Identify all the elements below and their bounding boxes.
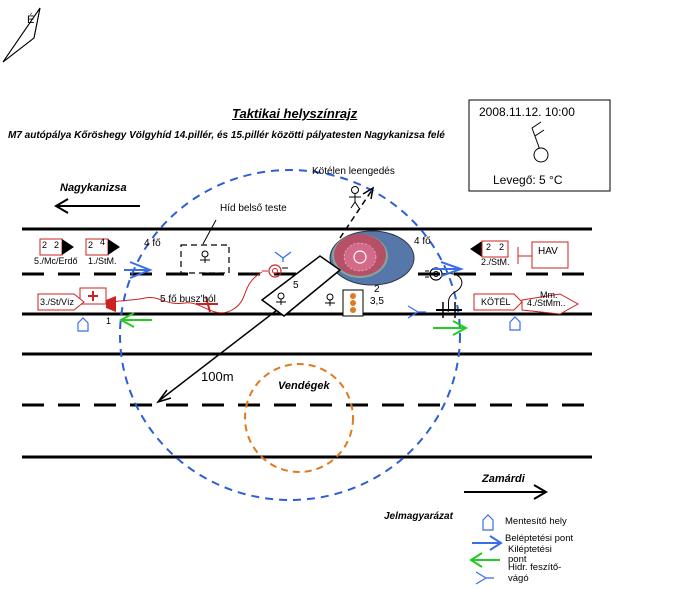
direction-west-label: Nagykanizsa — [60, 182, 127, 194]
barrier-icon — [436, 302, 462, 318]
danger-zone-circle — [119, 169, 461, 501]
rescue-vehicle-icon — [196, 296, 218, 313]
unit-label-2: 1./StM. — [88, 256, 117, 266]
unit-flag-icon — [85, 238, 120, 256]
rope-arrow — [339, 186, 375, 239]
exit-arrow-icon — [433, 320, 469, 336]
people-right-label: 4 fő — [414, 236, 431, 247]
unit-label-3: 3./St/Víz — [40, 297, 75, 307]
weather-air: Levegő: 5 °C — [493, 173, 563, 187]
flag-b-top: 2 — [88, 240, 94, 250]
rope-label: Kötélen leengedés — [312, 166, 395, 177]
hose-line — [441, 272, 463, 313]
person-icon — [276, 292, 286, 305]
flag-a-right: 2 — [54, 240, 60, 250]
unit-box-icon — [37, 293, 85, 311]
rescue-point-icon — [509, 316, 521, 331]
unit-label-6: 4./StMm.. — [527, 298, 566, 308]
distance-label-1: 2 — [374, 284, 380, 295]
ambulance-icon — [79, 287, 116, 312]
radius-arrow — [156, 299, 291, 404]
weather-box — [468, 99, 611, 192]
rescue-point-icon — [482, 514, 494, 531]
north-label: É — [27, 14, 35, 26]
wind-icon — [531, 121, 549, 163]
exit-arrow-icon — [118, 312, 152, 328]
west-direction-arrow — [54, 198, 140, 214]
hav-label: HAV — [538, 246, 558, 257]
bridge-inner-box — [180, 244, 230, 274]
hav-unit-icon — [517, 241, 569, 269]
unit-flag-icon — [39, 238, 74, 256]
flag-b-right: 4 — [100, 237, 106, 247]
hose-unit-icon — [262, 264, 288, 278]
cutter-icon — [407, 305, 426, 319]
page-title: Taktikai helyszínrajz — [232, 106, 358, 121]
person-icon — [325, 293, 335, 306]
cutter-icon — [475, 571, 494, 585]
direction-east-label: Zamárdi — [482, 473, 525, 485]
bus-number: 5 — [293, 280, 299, 291]
hose-line — [112, 271, 263, 314]
person-icon — [200, 250, 210, 263]
unit-label-1: 5./Mc/Erdő — [34, 256, 78, 266]
unit-label-4: 2./StM. — [481, 257, 510, 267]
page-subtitle: M7 autópálya Kőröshegy Völgyhíd 14.pillé… — [8, 130, 445, 141]
cutter-icon — [274, 251, 292, 262]
entry-arrow-icon — [124, 261, 153, 279]
bus-people-label: 5 fő busz'ból — [160, 294, 216, 305]
unit-flag-icon — [470, 240, 509, 258]
rescue-point-icon — [77, 317, 89, 332]
rope-person-icon — [349, 186, 361, 209]
weather-datetime: 2008.11.12. 10:00 — [479, 105, 575, 119]
legend-item-rescue: Mentesítő hely — [505, 516, 567, 527]
unit-box-icon — [521, 293, 580, 315]
tanker-hazard — [329, 230, 415, 286]
radius-label: 100m — [201, 369, 234, 384]
flag-c-right: 2 — [499, 242, 505, 252]
flag-c-left: 2 — [486, 242, 492, 252]
legend-item-entry: Beléptetési pont — [505, 533, 574, 544]
legend-title: Jelmagyarázat — [384, 511, 453, 522]
traffic-light-icon — [342, 289, 364, 317]
guests-label: Vendégek — [278, 380, 330, 392]
guests-circle — [244, 363, 354, 473]
unit-label-7: Mm. — [540, 290, 558, 300]
flag-a-top: 2 — [42, 240, 48, 250]
entry-arrow-icon — [433, 261, 465, 277]
exit-arrow-icon — [469, 552, 500, 568]
legend-item-cutter: Hidr. feszítő-vágó — [508, 562, 562, 585]
road-lanes — [22, 227, 592, 459]
unit-label-5: KÖTÉL — [481, 297, 511, 307]
people-left-label: 4 fő — [144, 238, 161, 249]
ambulance-number: 1 — [106, 316, 112, 326]
east-direction-arrow — [464, 484, 548, 500]
distance-label-2: 3,5 — [370, 296, 384, 307]
legend-item-exit: Kiléptetési pont — [508, 544, 552, 565]
bridge-inner-label: Híd belső teste — [220, 203, 287, 214]
north-arrow-icon — [2, 7, 41, 63]
unit-box-icon — [473, 293, 523, 311]
entry-arrow-icon — [472, 535, 503, 551]
